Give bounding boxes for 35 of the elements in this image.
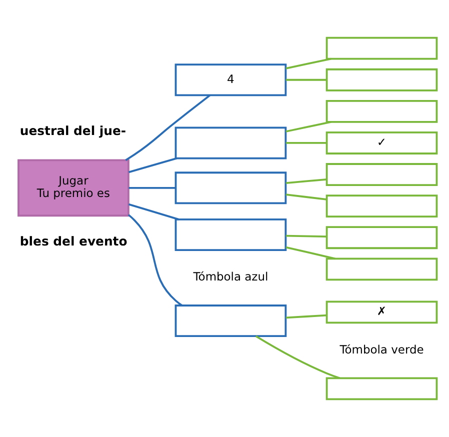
node-box	[174, 218, 287, 251]
connector	[128, 186, 176, 189]
node-box	[326, 226, 438, 250]
node-box: Jugar Tu premio es	[18, 159, 130, 217]
node-box	[174, 172, 287, 204]
node-box	[326, 258, 438, 281]
node-box	[326, 36, 438, 60]
connector	[286, 58, 332, 70]
label: Tómbola verde	[340, 342, 424, 356]
connector	[286, 121, 332, 132]
node-box	[326, 163, 438, 186]
node-box: ✗	[326, 300, 438, 324]
label: bles del evento	[20, 234, 128, 249]
connector	[286, 178, 327, 184]
label: Tómbola azul	[193, 270, 268, 284]
connector	[255, 335, 340, 380]
node-box	[326, 194, 438, 218]
connector	[128, 214, 183, 306]
connector	[286, 194, 327, 200]
node-box	[326, 377, 438, 400]
connector	[125, 94, 211, 161]
node-box: ✓	[326, 132, 438, 154]
connector	[286, 142, 327, 144]
connector	[286, 78, 327, 81]
node-box	[174, 304, 287, 338]
connector	[286, 246, 336, 260]
label: uestral del jue-	[20, 122, 126, 138]
node-box	[174, 126, 287, 160]
connector	[128, 203, 180, 220]
node-box: 4	[174, 64, 287, 96]
connector	[286, 234, 327, 238]
node-box	[326, 68, 438, 92]
connector	[286, 314, 327, 319]
node-box	[326, 100, 438, 123]
connector	[128, 157, 178, 174]
